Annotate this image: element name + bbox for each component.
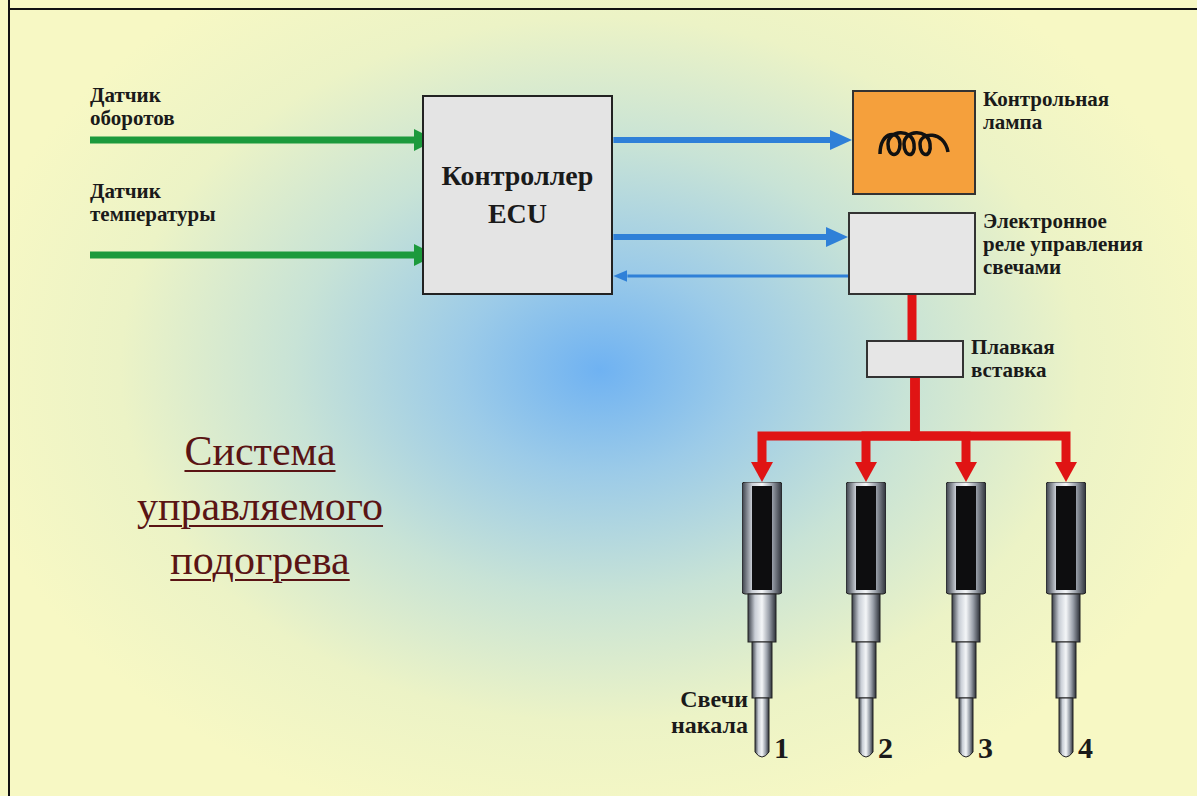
glow-plug-svg <box>742 482 782 760</box>
glow-plug: 2 <box>846 482 886 760</box>
power-wire <box>908 295 917 340</box>
power-wire <box>915 378 1066 462</box>
glow-plug: 3 <box>946 482 986 760</box>
glow-plug: 1 <box>742 482 782 760</box>
plug-number: 3 <box>978 731 993 764</box>
glow-plug-drawing <box>1046 482 1086 757</box>
glow-plug-drawing <box>742 482 782 757</box>
plug-number: 1 <box>774 731 789 764</box>
sensor-label: Датчик оборотов <box>90 84 240 130</box>
power-wire <box>762 378 915 462</box>
lamp-coil-symbol <box>854 92 974 193</box>
glow-plug-drawing <box>846 482 886 757</box>
component-label: Плавкая вставка <box>971 336 1101 382</box>
glow-plug-svg <box>946 482 986 760</box>
signal-arrow <box>613 137 830 143</box>
plug-number: 2 <box>878 731 893 764</box>
glow-plug-svg <box>1046 482 1086 760</box>
component-box: Плавкая вставка <box>866 340 964 378</box>
sensor-label: Датчик температуры <box>90 180 280 226</box>
glow-plug-svg <box>846 482 886 760</box>
component-label: Электронное реле управления свечами <box>983 210 1143 279</box>
component-box: Электронное реле управления свечами <box>848 212 976 295</box>
power-wire <box>915 378 966 462</box>
sensor-arrow <box>90 137 414 144</box>
glow-plug-drawing <box>946 482 986 757</box>
component-box: Контрольная лампа <box>852 90 976 195</box>
controller-box: Контроллер ECU <box>422 95 614 295</box>
frame-line <box>8 0 10 796</box>
signal-arrow <box>627 275 848 278</box>
sensor-arrow <box>90 252 414 259</box>
coil-stroke <box>880 133 948 155</box>
frame-line <box>9 8 1197 10</box>
diagram-title: Система управляемого подогрева <box>80 424 440 588</box>
power-wire <box>866 378 915 462</box>
part-name: Свечи накала <box>640 686 748 739</box>
controller-label: Контроллер ECU <box>424 157 612 233</box>
signal-arrow <box>613 234 826 240</box>
component-label: Контрольная лампа <box>983 88 1143 134</box>
plug-number: 4 <box>1078 731 1093 764</box>
glow-plug: 4 <box>1046 482 1086 760</box>
